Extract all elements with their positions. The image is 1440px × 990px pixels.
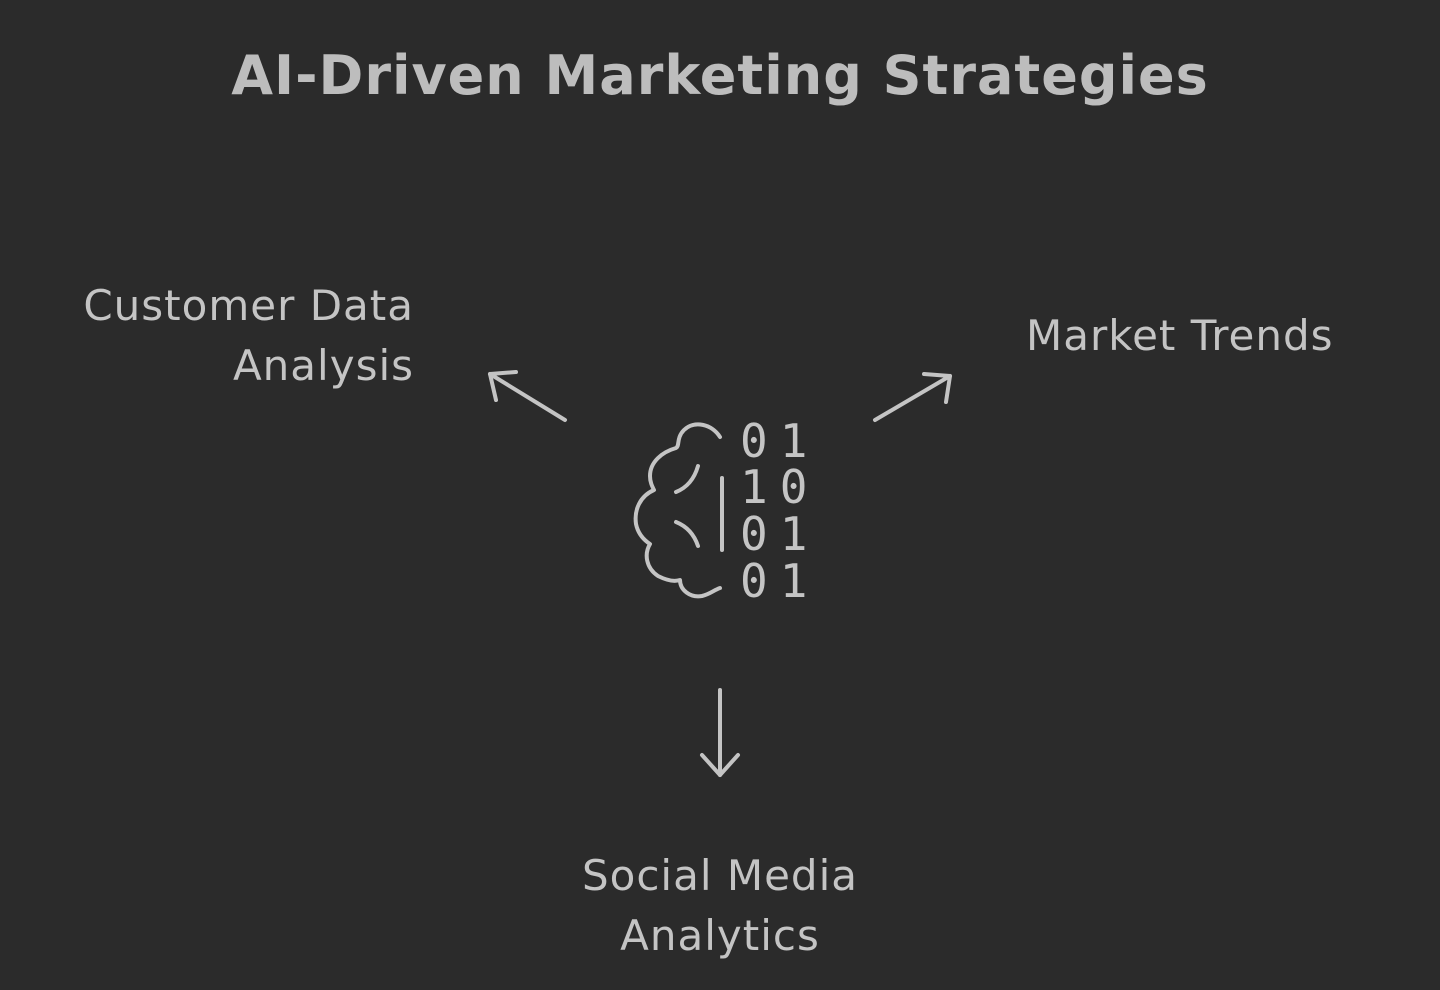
branch-label-customer-data-analysis: Customer Data Analysis <box>83 276 414 396</box>
branch-label-line: Social Media <box>581 851 859 900</box>
branch-label-social-media-analytics: Social Media Analytics <box>460 846 980 966</box>
branch-label-line: Market Trends <box>1026 311 1334 360</box>
binary-row: 01 <box>740 554 819 608</box>
branch-label-line: Analysis <box>232 341 414 390</box>
binary-digits: 01 10 01 01 <box>740 414 819 608</box>
branch-label-line: Analytics <box>620 911 820 960</box>
diagram-title: AI-Driven Marketing Strategies <box>231 44 1209 107</box>
arrow-upper-left-icon <box>488 370 567 422</box>
binary-row: 01 <box>740 414 819 468</box>
brain-icon <box>633 422 724 599</box>
arrow-upper-right-icon <box>873 372 952 422</box>
arrow-down-icon <box>700 688 740 777</box>
binary-row: 01 <box>740 507 819 561</box>
binary-row: 10 <box>740 460 819 514</box>
branch-label-market-trends: Market Trends <box>1026 306 1334 366</box>
branch-label-line: Customer Data <box>83 281 414 330</box>
